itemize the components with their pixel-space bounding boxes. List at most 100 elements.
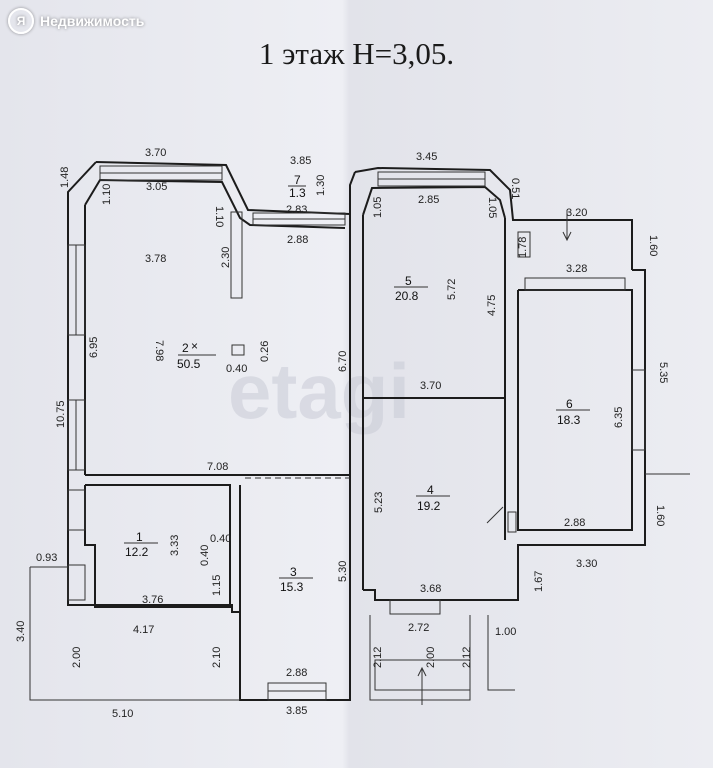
dim-label: 5.23 [373, 492, 385, 513]
dim-label: 3.20 [566, 207, 587, 219]
room-7-area: 1.3 [289, 186, 306, 200]
room-3-area: 15.3 [280, 580, 304, 594]
dim-label: 3.33 [169, 535, 181, 556]
dim-label: 6.95 [88, 337, 100, 358]
dim-label: 1.60 [647, 235, 659, 256]
dim-label: 1.00 [495, 626, 516, 638]
dim-label: 6.35 [613, 407, 625, 428]
dim-label: 2.88 [287, 234, 308, 246]
dim-label: 1.78 [517, 237, 529, 258]
entry-porch [369, 615, 471, 701]
dim-label: 1.67 [533, 571, 545, 592]
dim-label: 3.70 [420, 380, 441, 392]
room-1-number: 1 [136, 530, 143, 544]
room-2-area: 50.5 [177, 357, 201, 371]
dim-label: 3.45 [416, 151, 437, 163]
dim-label: 3.70 [145, 147, 166, 159]
room-4-number: 4 [427, 483, 434, 497]
dim-label: 3.05 [146, 181, 167, 193]
window-terrace-top [517, 231, 531, 258]
dim-label: 2.12 [461, 647, 473, 668]
dim-label: 3.78 [145, 253, 166, 265]
room1-walls [84, 484, 231, 608]
dim-label: 3.85 [290, 155, 311, 167]
entry-step [487, 615, 515, 691]
dim-label: 1.05 [372, 197, 384, 218]
wall-right-outer [500, 269, 646, 601]
dim-label: 7.98 [153, 340, 165, 361]
column-marker [231, 344, 245, 356]
dim-label: 1.15 [211, 575, 223, 596]
dim-label: 4.17 [133, 624, 154, 636]
dim-label: 2.30 [220, 247, 232, 268]
entry-arrows [417, 210, 572, 705]
dim-label: 3.30 [576, 558, 597, 570]
dimension-labels: 3.70 3.85 3.45 1.48 1.10 3.05 1.10 1.30 … [15, 147, 669, 720]
dim-label: 6.70 [337, 351, 349, 372]
room-6-area: 18.3 [557, 413, 581, 427]
room-5-area: 20.8 [395, 289, 419, 303]
wall-left-outer [67, 161, 356, 701]
window-left-4 [67, 564, 86, 601]
room-7-number: 7 [294, 173, 301, 187]
room-2-mark: × [191, 339, 198, 353]
arrow-terrace-head [562, 231, 572, 242]
dim-label: 3.85 [286, 705, 307, 717]
room-3-number: 3 [290, 565, 297, 579]
yandex-logo-icon: Я [8, 8, 34, 34]
door-4-bottom [389, 599, 441, 615]
dim-label: 0.40 [199, 545, 211, 566]
window-6-right [631, 369, 646, 451]
dim-label: 0.51 [509, 178, 521, 199]
window-6-top [524, 277, 626, 291]
dim-label: 0.40 [226, 363, 247, 375]
wall-right-block-top [354, 166, 633, 270]
dim-label: 3.40 [15, 621, 27, 642]
dim-label: 1.10 [101, 184, 113, 205]
room-1-area: 12.2 [125, 545, 149, 559]
dim-label: 0.93 [36, 552, 57, 564]
door-marker-4 [507, 511, 517, 533]
dim-label: 2.85 [418, 194, 439, 206]
dim-label: 3.28 [566, 263, 587, 275]
dim-label: 5.72 [446, 279, 458, 300]
dim-label: 5.30 [337, 561, 349, 582]
dim-label: 1.30 [315, 175, 327, 196]
dim-label: 2.12 [372, 647, 384, 668]
dim-label: 2.88 [564, 517, 585, 529]
wall-stub-230 [230, 211, 243, 299]
dim-label: 1.48 [59, 167, 71, 188]
dim-label: 5.35 [657, 362, 669, 383]
dim-label: 2.00 [425, 647, 437, 668]
dim-label: 4.75 [486, 295, 498, 316]
wall-right-inner-top [362, 185, 506, 219]
dim-label: 2.10 [211, 647, 223, 668]
dim-label: 0.40 [210, 533, 231, 545]
plan-title: 1 этаж H=3,05. [258, 36, 455, 71]
dim-label: 0.26 [259, 341, 271, 362]
dim-label: 7.08 [207, 461, 228, 473]
dim-label: 10.75 [55, 400, 67, 428]
wall-top-bay-left [95, 161, 351, 215]
dim-label: 2.83 [286, 204, 307, 216]
dim-label: 1.60 [654, 505, 666, 526]
dim-label: 3.76 [142, 594, 163, 606]
arrow-entry-head [417, 666, 427, 677]
terrace-left [29, 567, 240, 701]
room-labels: 2 × 50.5 7 1.3 5 20.8 6 18.3 4 19.2 1 12… [124, 173, 590, 594]
dim-label: 2.72 [408, 622, 429, 634]
room-5-number: 5 [405, 274, 412, 288]
window-left-3 [67, 489, 86, 531]
room-4-area: 19.2 [417, 499, 441, 513]
windows [67, 165, 646, 701]
background-brand: etagi [228, 347, 410, 435]
dim-label: 1.10 [213, 206, 225, 227]
room-6-number: 6 [566, 397, 573, 411]
watermark: Я Недвижимость [8, 8, 144, 34]
dim-label: 2.88 [286, 667, 307, 679]
dim-label: 5.10 [112, 708, 133, 720]
dim-label: 3.68 [420, 583, 441, 595]
door-swing [486, 506, 504, 524]
